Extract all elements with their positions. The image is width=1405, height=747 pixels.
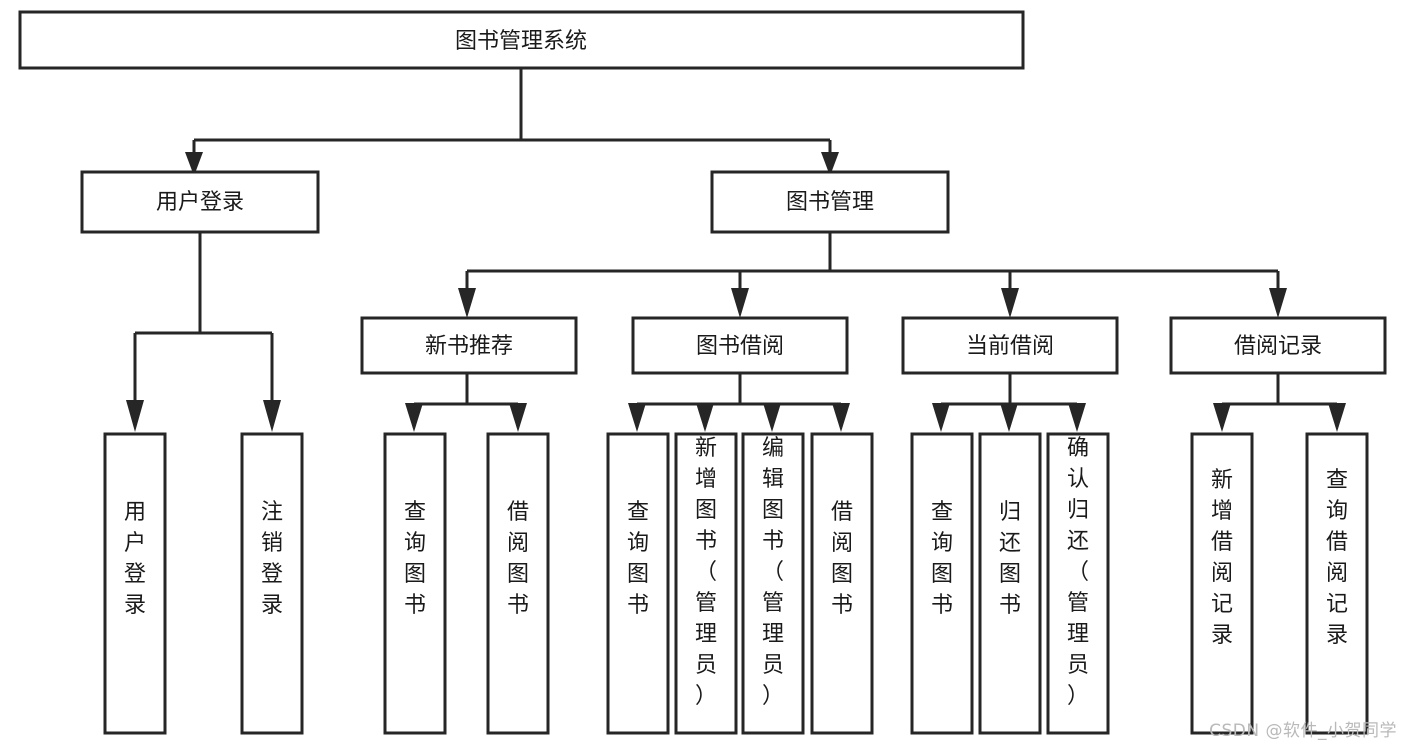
leaf-query-book-2-box[interactable] xyxy=(606,432,670,735)
node-book-borrow-box[interactable] xyxy=(631,316,849,375)
leaf-borrow-book-1-box[interactable] xyxy=(486,432,550,735)
arrow-to-new-book-recommend xyxy=(458,288,476,318)
leaf-add-book-label: 新增图书（管理员） xyxy=(695,436,717,709)
leaf-query-book-3[interactable]: 查询图书 xyxy=(910,432,974,735)
leaf-edit-book-box[interactable] xyxy=(741,432,805,735)
node-new-book-recommend-label: 新书推荐 xyxy=(425,334,513,359)
leaf-edit-book[interactable]: 编辑图书（管理员） xyxy=(741,432,805,735)
node-borrow-record[interactable]: 借阅记录 xyxy=(1169,316,1387,375)
node-borrow-record-label: 借阅记录 xyxy=(1234,334,1322,359)
arrow-nbr-leaf-1 xyxy=(405,403,423,432)
arrow-to-current-borrow xyxy=(1001,288,1019,318)
node-borrow-record-box[interactable] xyxy=(1169,316,1387,375)
leaf-query-book-1[interactable]: 查询图书 xyxy=(383,432,447,735)
leaf-user-login-box[interactable] xyxy=(103,432,167,735)
leaf-query-book-2[interactable]: 查询图书 xyxy=(606,432,670,735)
arrow-user-login-leaf-2 xyxy=(263,400,281,432)
leaf-return-book-label: 归还图书 xyxy=(999,500,1021,618)
leaf-query-book-2-label: 查询图书 xyxy=(627,500,649,618)
arrow-root-to-user-login xyxy=(185,152,203,176)
node-book-borrow[interactable]: 图书借阅 xyxy=(631,316,849,375)
arrow-cb-leaf-1 xyxy=(932,403,950,432)
node-current-borrow[interactable]: 当前借阅 xyxy=(901,316,1119,375)
arrow-cb-leaf-2 xyxy=(1000,403,1018,432)
leaf-return-book[interactable]: 归还图书 xyxy=(978,432,1042,735)
node-user-login[interactable]: 用户登录 xyxy=(80,170,320,234)
node-user-login-box[interactable] xyxy=(80,170,320,234)
node-book-manage[interactable]: 图书管理 xyxy=(710,170,950,234)
leaf-borrow-book-1-label: 借阅图书 xyxy=(507,500,529,618)
leaf-query-book-3-label: 查询图书 xyxy=(931,500,953,618)
node-user-login-label: 用户登录 xyxy=(156,190,244,215)
arrow-bb-leaf-1 xyxy=(628,403,646,432)
leaf-borrow-book-2-label: 借阅图书 xyxy=(831,500,853,618)
leaf-borrow-book-2[interactable]: 借阅图书 xyxy=(810,432,874,735)
node-book-manage-box[interactable] xyxy=(710,170,950,234)
leaf-return-book-box[interactable] xyxy=(978,432,1042,735)
arrow-user-login-leaf-1 xyxy=(126,400,144,432)
arrow-to-borrow-record xyxy=(1269,288,1287,318)
arrow-cb-leaf-3 xyxy=(1068,403,1086,432)
leaf-user-login[interactable]: 用户登录 xyxy=(103,432,167,735)
leaf-query-book-3-box[interactable] xyxy=(910,432,974,735)
node-new-book-recommend[interactable]: 新书推荐 xyxy=(360,316,578,375)
node-book-borrow-label: 图书借阅 xyxy=(696,334,784,359)
leaf-query-book-1-label: 查询图书 xyxy=(404,500,426,618)
arrow-root-to-book-manage xyxy=(821,152,839,176)
leaf-user-logout-box[interactable] xyxy=(240,432,304,735)
leaf-query-record-label: 查询借阅记录 xyxy=(1326,468,1348,648)
leaf-borrow-book-2-box[interactable] xyxy=(810,432,874,735)
leaf-query-record[interactable]: 查询借阅记录 xyxy=(1305,432,1369,735)
leaf-add-record-box[interactable] xyxy=(1190,432,1254,735)
leaf-add-book-box[interactable] xyxy=(674,432,738,735)
leaf-query-book-1-box[interactable] xyxy=(383,432,447,735)
leaf-confirm-return[interactable]: 确认归还（管理员） xyxy=(1046,432,1110,735)
node-new-book-recommend-box[interactable] xyxy=(360,316,578,375)
node-current-borrow-label: 当前借阅 xyxy=(966,334,1054,359)
csdn-watermark: CSDN @软件_小贺同学 xyxy=(1209,721,1397,741)
node-root-label: 图书管理系统 xyxy=(455,29,587,54)
leaf-edit-book-label: 编辑图书（管理员） xyxy=(762,436,784,709)
arrow-nbr-leaf-2 xyxy=(509,403,527,432)
leaf-add-record[interactable]: 新增借阅记录 xyxy=(1190,432,1254,735)
leaf-confirm-return-box[interactable] xyxy=(1046,432,1110,735)
node-root[interactable]: 图书管理系统 xyxy=(18,10,1025,70)
arrow-bb-leaf-4 xyxy=(832,403,850,432)
node-current-borrow-box[interactable] xyxy=(901,316,1119,375)
leaf-borrow-book-1[interactable]: 借阅图书 xyxy=(486,432,550,735)
node-book-manage-label: 图书管理 xyxy=(786,190,874,215)
leaf-user-login-label: 用户登录 xyxy=(124,500,146,618)
connector-layer xyxy=(126,68,1346,432)
leaf-add-book[interactable]: 新增图书（管理员） xyxy=(674,432,738,735)
leaf-confirm-return-label: 确认归还（管理员） xyxy=(1067,436,1089,709)
arrow-to-book-borrow xyxy=(731,288,749,318)
leaf-query-record-box[interactable] xyxy=(1305,432,1369,735)
arrow-br-leaf-2 xyxy=(1328,403,1346,432)
leaf-user-logout[interactable]: 注销登录 xyxy=(240,432,304,735)
arrow-bb-leaf-3 xyxy=(763,403,781,432)
node-root-box[interactable] xyxy=(18,10,1025,70)
leaf-add-record-label: 新增借阅记录 xyxy=(1211,468,1233,648)
arrow-bb-leaf-2 xyxy=(696,403,714,432)
leaf-user-logout-label: 注销登录 xyxy=(261,500,283,618)
arrow-br-leaf-1 xyxy=(1213,403,1231,432)
